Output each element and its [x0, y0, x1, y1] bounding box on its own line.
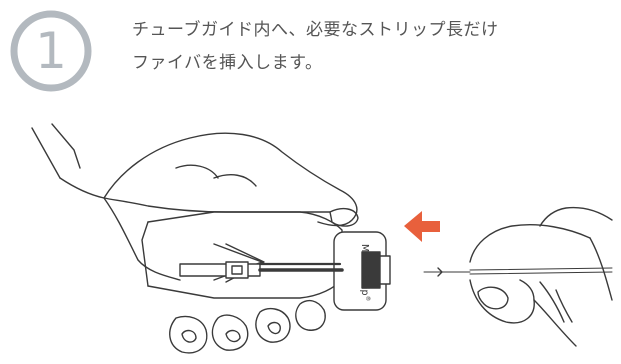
right-palm: [533, 237, 613, 347]
right-hand: [469, 206, 613, 347]
finger-1-nail: [181, 329, 197, 343]
thumbnail: [329, 207, 359, 227]
step-number: 1: [35, 22, 67, 80]
right-index-finger: [469, 224, 591, 263]
tool-left-end: [141, 221, 149, 287]
fiber-insertion-illustration: Micro-Strip®: [31, 123, 613, 354]
finger-1: [169, 315, 208, 354]
tube-guide: [179, 261, 344, 279]
tube-guide-slot: [231, 265, 243, 275]
micro-strip-tool: [141, 211, 391, 311]
left-thumb: [103, 197, 331, 213]
finger-2-nail: [225, 329, 241, 343]
sleeve-outline: [31, 123, 81, 179]
finger-2: [211, 314, 249, 351]
right-finger-creases: [539, 281, 573, 323]
insert-direction-arrow: [404, 211, 440, 242]
right-thumb: [469, 279, 535, 324]
finger-3-nail: [267, 321, 281, 335]
lower-palm: [103, 197, 181, 281]
right-thumbnail: [477, 286, 509, 310]
fiber-tip-mark: [437, 267, 443, 277]
left-hand: [31, 123, 359, 281]
fiber-coating-top: [469, 267, 613, 271]
fiber-coating-bottom: [469, 271, 613, 275]
tube-guide-window: [225, 261, 249, 279]
step-badge-ring: [10, 10, 92, 92]
fiber: [423, 267, 613, 277]
left-fingers: [169, 299, 326, 354]
left-hand-back: [59, 132, 358, 227]
step-badge: 1: [10, 10, 92, 92]
right-index-knuckle: [539, 206, 613, 227]
device-label: Micro-Strip®: [359, 244, 371, 302]
finger-4: [295, 299, 326, 331]
knuckle-lines: [175, 164, 257, 187]
tool-front-cap: [379, 255, 391, 285]
tool-upper-jaw: [147, 211, 343, 261]
instruction-line-2: ファイバを挿入します。: [132, 53, 323, 73]
instruction-text: チューブガイド内へ、必要なストリップ長だけ ファイバを挿入します。: [132, 14, 602, 80]
instruction-line-1: チューブガイド内へ、必要なストリップ長だけ: [132, 20, 499, 40]
finger-3: [255, 307, 291, 343]
